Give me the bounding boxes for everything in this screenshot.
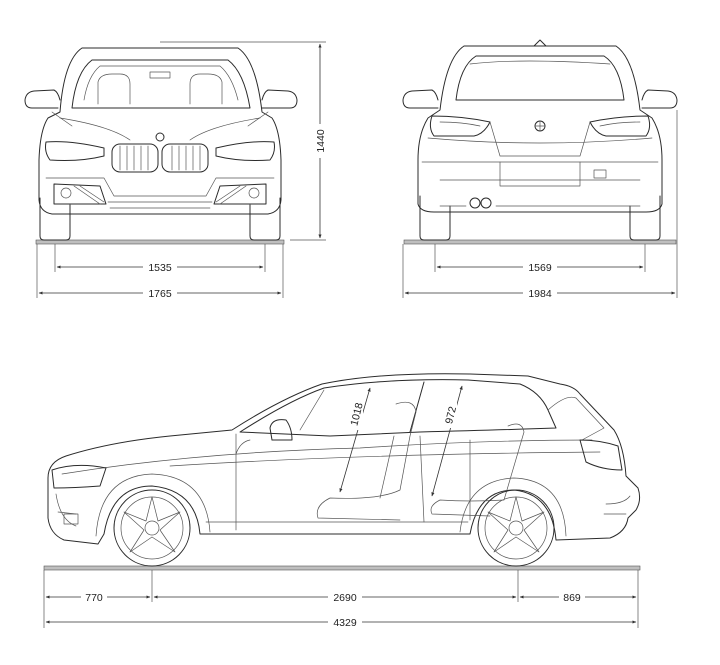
front-seat-left	[97, 73, 131, 105]
front-windshield	[71, 59, 251, 109]
rear-width-label: 1984	[528, 288, 552, 300]
rear-mirror-left	[402, 89, 439, 109]
front-kidney-grille-right	[161, 143, 209, 173]
side-view: 1018 972 770 2690 869 4329	[43, 373, 641, 629]
front-view: 1440 1535 1765	[24, 41, 327, 300]
side-headlight	[51, 464, 107, 489]
front-right-tire	[249, 197, 281, 241]
front-foglight-left	[53, 183, 107, 205]
side-front-headroom-label: 1018	[348, 401, 365, 427]
rear-body-outline	[417, 45, 663, 213]
side-front-wheel	[113, 489, 191, 567]
side-taillight	[579, 439, 623, 471]
side-wheelbase-label: 2690	[333, 592, 357, 604]
front-headlight-left	[45, 141, 105, 161]
side-body-outline	[47, 373, 641, 545]
side-door	[235, 433, 471, 531]
rear-left-tire	[419, 195, 451, 241]
front-left-tire	[39, 197, 71, 241]
front-width-label: 1765	[148, 288, 172, 300]
rear-taillight-left	[429, 115, 491, 137]
front-mirror-left	[24, 89, 61, 109]
rear-taillight-right	[589, 115, 651, 137]
front-foglight-right	[213, 183, 267, 205]
side-rear-headroom-label: 972	[443, 405, 459, 425]
side-rear-seat	[430, 423, 525, 517]
front-height-label: 1440	[315, 129, 327, 153]
rear-right-tire	[629, 195, 661, 241]
front-body-outline	[38, 47, 282, 215]
rear-track-label: 1569	[528, 262, 552, 274]
front-track-label: 1535	[148, 262, 172, 274]
side-b-pillar	[409, 381, 425, 433]
front-ground-line	[35, 239, 285, 245]
rear-view: 1569 1984	[402, 39, 678, 300]
side-rear-overhang-label: 869	[563, 592, 581, 604]
side-front-overhang-label: 770	[85, 592, 103, 604]
side-rear-wheel	[477, 489, 555, 567]
side-ground-line	[43, 565, 641, 571]
front-headlight-right	[215, 141, 275, 161]
front-mirror-right	[261, 89, 298, 109]
front-kidney-grille-left	[111, 143, 159, 173]
side-window	[239, 379, 557, 437]
rear-mirror-right	[641, 89, 678, 109]
rear-ground-line	[403, 239, 677, 245]
rear-exhaust-right	[480, 197, 492, 209]
side-front-seat	[316, 401, 417, 521]
side-length-label: 4329	[333, 617, 357, 629]
rear-window	[455, 55, 625, 101]
rear-exhaust-left	[469, 197, 481, 209]
side-mirror	[269, 419, 293, 441]
front-seat-right	[189, 73, 223, 105]
rear-roof-antenna	[533, 39, 547, 47]
side-front-headroom-line	[339, 387, 371, 493]
front-logo	[155, 132, 165, 142]
